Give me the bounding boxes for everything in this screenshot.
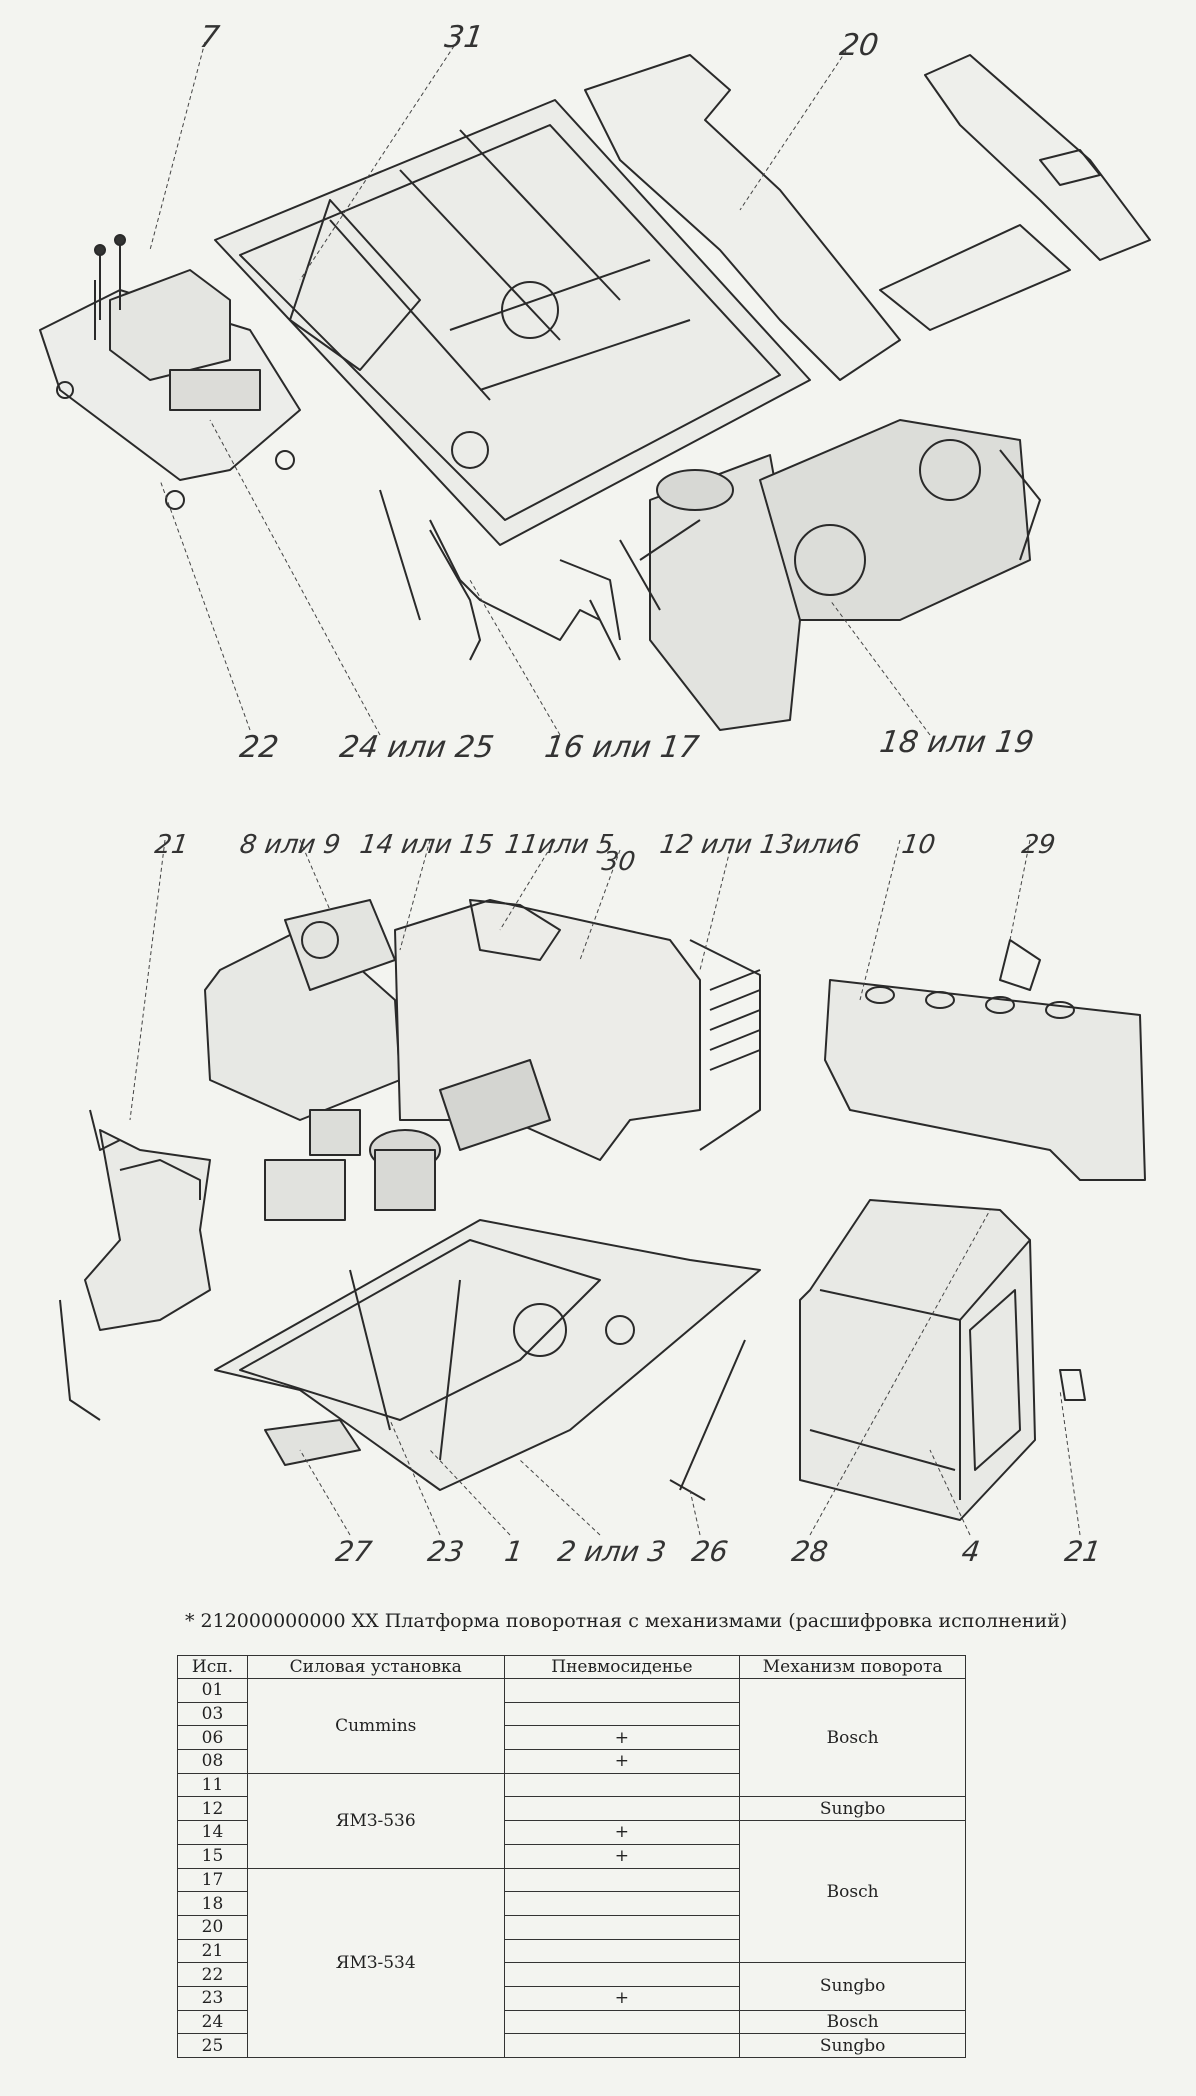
seat-cell: + — [503, 1820, 741, 1845]
mechanism-cell: Bosch — [739, 1677, 966, 1798]
small-parts — [264, 1339, 1086, 1501]
hoses-part — [379, 489, 621, 661]
mechanism-cell: Sungbo — [739, 1962, 966, 2011]
variant-id: 25 — [177, 2033, 248, 2058]
callout-12-13-6: 12 или 13или6 — [657, 830, 863, 860]
mechanism-cell: Bosch — [739, 1820, 966, 1964]
variant-id: 22 — [177, 1962, 248, 1987]
table-row: 20 — [177, 1914, 966, 1940]
table-row: 24 Bosch — [177, 2009, 966, 2035]
variant-id: 18 — [177, 1891, 248, 1916]
seat-cell — [503, 1891, 741, 1916]
mechanism-cell: Sungbo — [739, 1796, 966, 1822]
table-row: 17 ЯМЗ-534 — [177, 1867, 966, 2058]
variants-table: Исп. Силовая установка Пневмосиденье Мех… — [177, 1655, 966, 2058]
engine-cell: ЯМЗ-536 — [246, 1772, 505, 1869]
table-row: 25 Sungbo — [177, 2033, 966, 2058]
swing-mechanism-part — [264, 1059, 551, 1221]
callout-10: 10 — [899, 830, 938, 860]
callout-18-19: 18 или 19 — [877, 725, 1037, 760]
header-variant: Исп. — [177, 1655, 248, 1679]
seat-cell — [503, 1962, 741, 1987]
table-row: 03 — [177, 1701, 966, 1727]
callout-8-9: 8 или 9 — [237, 830, 343, 860]
header-swing-mechanism: Механизм поворота — [739, 1655, 966, 1679]
table-header-row: Исп. Силовая установка Пневмосиденье Мех… — [177, 1655, 966, 1679]
engine-unit-part — [619, 419, 1041, 731]
engine-cell: Cummins — [246, 1678, 505, 1774]
callout-24-25: 24 или 25 — [337, 730, 497, 765]
main-frame-part — [214, 99, 811, 546]
table-row: 21 — [177, 1938, 966, 1964]
variant-id: 01 — [177, 1678, 248, 1703]
table-row: 11 ЯМЗ-536 — [177, 1772, 966, 1869]
variant-id: 11 — [177, 1772, 248, 1798]
table-row: 14 + Bosch — [177, 1820, 966, 1964]
table-row: 06 + — [177, 1725, 966, 1751]
callout-2-3: 2 или 3 — [555, 1535, 669, 1568]
variant-id: 15 — [177, 1843, 248, 1869]
table-row: 18 — [177, 1891, 966, 1916]
seat-cell — [503, 2033, 741, 2058]
variant-id: 17 — [177, 1867, 248, 1893]
variant-id: 14 — [177, 1820, 248, 1845]
leader-lines — [129, 39, 1081, 1536]
variant-id: 12 — [177, 1796, 248, 1822]
callout-21-right: 21 — [1062, 1535, 1103, 1568]
exploded-assembly-drawing — [39, 39, 1151, 1536]
header-power-unit: Силовая установка — [246, 1655, 505, 1679]
seat-cell: + — [503, 1843, 741, 1869]
table-row: 23 + — [177, 1985, 966, 2011]
callout-21-left: 21 — [152, 830, 191, 860]
seat-cell — [503, 1772, 741, 1798]
cab-part — [799, 1199, 1036, 1521]
seat-cell — [503, 1938, 741, 1964]
table-row: 15 + — [177, 1843, 966, 1869]
table-row: 01 Cummins Bosch — [177, 1677, 966, 1798]
callout-26: 26 — [689, 1535, 730, 1568]
operator-seat-part — [59, 1109, 211, 1421]
variant-id: 06 — [177, 1725, 248, 1751]
header-air-seat: Пневмосиденье — [503, 1655, 741, 1679]
table-row: 08 + — [177, 1749, 966, 1774]
seat-cell: + — [503, 1985, 741, 2011]
callout-31: 31 — [442, 20, 486, 55]
callout-30: 30 — [599, 847, 638, 877]
variant-id: 21 — [177, 1938, 248, 1964]
floor-plates-part — [584, 54, 1151, 381]
seat-cell — [503, 1796, 741, 1822]
control-console-part — [39, 234, 301, 510]
callout-29: 29 — [1019, 830, 1058, 860]
callout-14-15: 14 или 15 — [357, 830, 496, 860]
mechanism-cell: Bosch — [739, 2009, 966, 2035]
variant-id: 23 — [177, 1985, 248, 2011]
callout-28: 28 — [789, 1535, 830, 1568]
variant-id: 03 — [177, 1701, 248, 1727]
callout-27: 27 — [333, 1535, 374, 1568]
seat-cell — [503, 1678, 741, 1703]
table-row: 22 Sungbo — [177, 1962, 966, 2011]
table-caption: * 212000000000 XX Платформа поворотная с… — [185, 1610, 1068, 1632]
callout-20: 20 — [837, 28, 881, 63]
callout-23: 23 — [425, 1535, 466, 1568]
counterweight-part — [824, 939, 1146, 1181]
seat-cell: + — [503, 1749, 741, 1774]
engine-cell: ЯМЗ-534 — [246, 1867, 505, 2058]
lower-frame-part — [214, 1219, 761, 1491]
callout-11-5: 11или 5 — [502, 830, 616, 860]
seat-cell: + — [503, 1725, 741, 1751]
mechanism-cell: Sungbo — [739, 2033, 966, 2058]
seat-cell — [503, 2009, 741, 2035]
callout-16-17: 16 или 17 — [542, 730, 702, 765]
seat-cell — [503, 1701, 741, 1727]
variant-id: 20 — [177, 1914, 248, 1940]
seat-cell — [503, 1867, 741, 1893]
variant-id: 08 — [177, 1749, 248, 1774]
fuel-tank-part — [204, 899, 401, 1121]
seat-cell — [503, 1914, 741, 1940]
callout-22: 22 — [237, 730, 281, 765]
variant-id: 24 — [177, 2009, 248, 2035]
